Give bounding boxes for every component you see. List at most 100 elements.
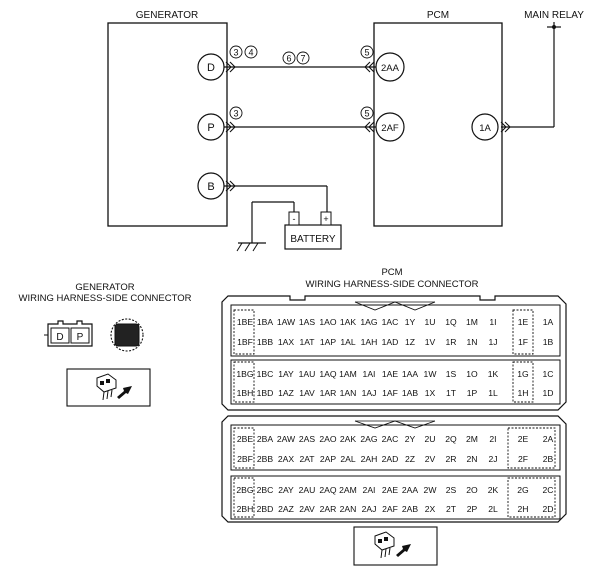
pcm-pin: 2F [518,454,528,464]
pcm-pin: 2O [466,485,478,495]
pcm-pin: 2R [446,454,457,464]
pcm-connector-view-icon [353,526,438,566]
pcm-pin: 2V [425,454,436,464]
pcm-pin: 1AE [382,369,399,379]
pcm-pin: 1AT [299,337,315,347]
note-7-d: 7 [296,51,310,65]
note-4-d: 4 [244,45,258,59]
pcm-pin: 1V [425,337,436,347]
gen-harness-connector: D P [44,320,93,347]
pcm-pin: 2AL [340,454,356,464]
pcm-pin: 1M [466,317,478,327]
pcm-pin: 1U [425,317,436,327]
pcm-pin: 2X [425,504,436,514]
pcm-pin: 2BG [236,485,254,495]
pcm-pin: 2Q [445,434,457,444]
pcm-pin: 2BF [237,454,253,464]
pcm-pin: 1AD [382,337,399,347]
pcm-pin: 1L [488,388,498,398]
battery-plus: + [323,214,328,224]
pcm-pin: 2AX [278,454,295,464]
pcm-pin: 2BB [257,454,274,464]
pcm-pin: 2N [467,454,478,464]
pcm-terminal-2af: 2AF [375,112,405,142]
pcm-pin: 1I [489,317,496,327]
pcm-pin: 1AB [402,388,419,398]
pcm-pin: 2Y [405,434,416,444]
pcm-pin: 1AJ [362,388,377,398]
pcm-pin: 1AR [320,388,337,398]
gen-terminal-p: P [197,113,225,141]
pcm-terminal-1a: 1A [471,113,499,141]
pcm-pin: 1B [543,337,554,347]
pcm-pin: 1AP [320,337,337,347]
pcm-pin: 1BC [257,369,274,379]
pcm-pin: 1E [518,317,529,327]
pcm-pin: 2AE [382,485,399,495]
svg-text:4: 4 [248,48,253,58]
pcm-pin: 1AU [299,369,316,379]
pcm-pin: 2BA [257,434,274,444]
pcm-pin: 1BD [257,388,274,398]
pcm-pin: 2D [543,504,554,514]
pcm-pin: 2AH [361,454,378,464]
pcm-pin: 2AU [299,485,316,495]
note-6-d: 6 [282,51,296,65]
note-5-d: 5 [360,45,374,59]
pcm-pin: 1AM [339,369,357,379]
pcm-pin: 1AC [382,317,399,327]
pcm-connector-title-2: WIRING HARNESS-SIDE CONNECTOR [306,279,479,290]
pcm-pin: 2AM [339,485,357,495]
pcm-pin: 1BF [237,337,253,347]
note-3-d: 3 [229,45,243,59]
pcm-pin: 1BE [237,317,254,327]
pcm-pin: 1AS [299,317,316,327]
pcm-pin: 2AY [278,485,294,495]
pcm-pin: 1T [446,388,457,398]
pcm-pin: 1H [518,388,529,398]
pcm-pin: 2AV [299,504,315,514]
gen-connector-view-icon [66,368,151,407]
pcm-pin: 2Z [405,454,415,464]
pcm-pin: 2AB [402,504,419,514]
svg-text:2AA: 2AA [381,63,400,74]
pcm-pin: 1N [467,337,478,347]
pcm-pin: 1AI [363,369,376,379]
svg-text:6: 6 [286,54,291,64]
pcm-pin: 1AH [361,337,378,347]
svg-text:P: P [207,122,214,134]
gen-pin-d: D [56,332,63,343]
pcm-pin: 2AA [402,485,419,495]
svg-text:1A: 1A [479,123,491,134]
pcm-pin: 1AK [340,317,357,327]
pcm-pin: 1C [543,369,554,379]
pcm-pin: 2BC [257,485,274,495]
pcm-pin: 2H [518,504,529,514]
pcm-pin: 2U [425,434,436,444]
svg-text:7: 7 [300,54,305,64]
pcm-pin: 2I [489,434,496,444]
main-relay-label: MAIN RELAY [524,10,584,21]
pcm-pin: 1AA [402,369,419,379]
svg-text:3: 3 [233,48,238,58]
pcm-pin: 2AD [382,454,399,464]
gen-terminal-b: B [197,172,225,200]
pcm-pin: 2AN [340,504,357,514]
battery-label: BATTERY [290,234,336,245]
pcm-pin: 2BD [257,504,274,514]
svg-text:2AF: 2AF [381,123,399,134]
pcm-pin: 1W [424,369,438,379]
gen-terminal-d: D [197,53,225,81]
pcm-pin: 2C [543,485,554,495]
pcm-terminal-2aa: 2AA [375,52,405,82]
pcm-pin: 2AT [299,454,315,464]
pcm-pin: 2AW [277,434,296,444]
svg-text:D: D [207,62,215,74]
pcm-pin: 1BB [257,337,274,347]
pcm-label: PCM [427,10,449,21]
pcm-pin: 1AN [340,388,357,398]
pcm-pin: 2AP [320,454,337,464]
